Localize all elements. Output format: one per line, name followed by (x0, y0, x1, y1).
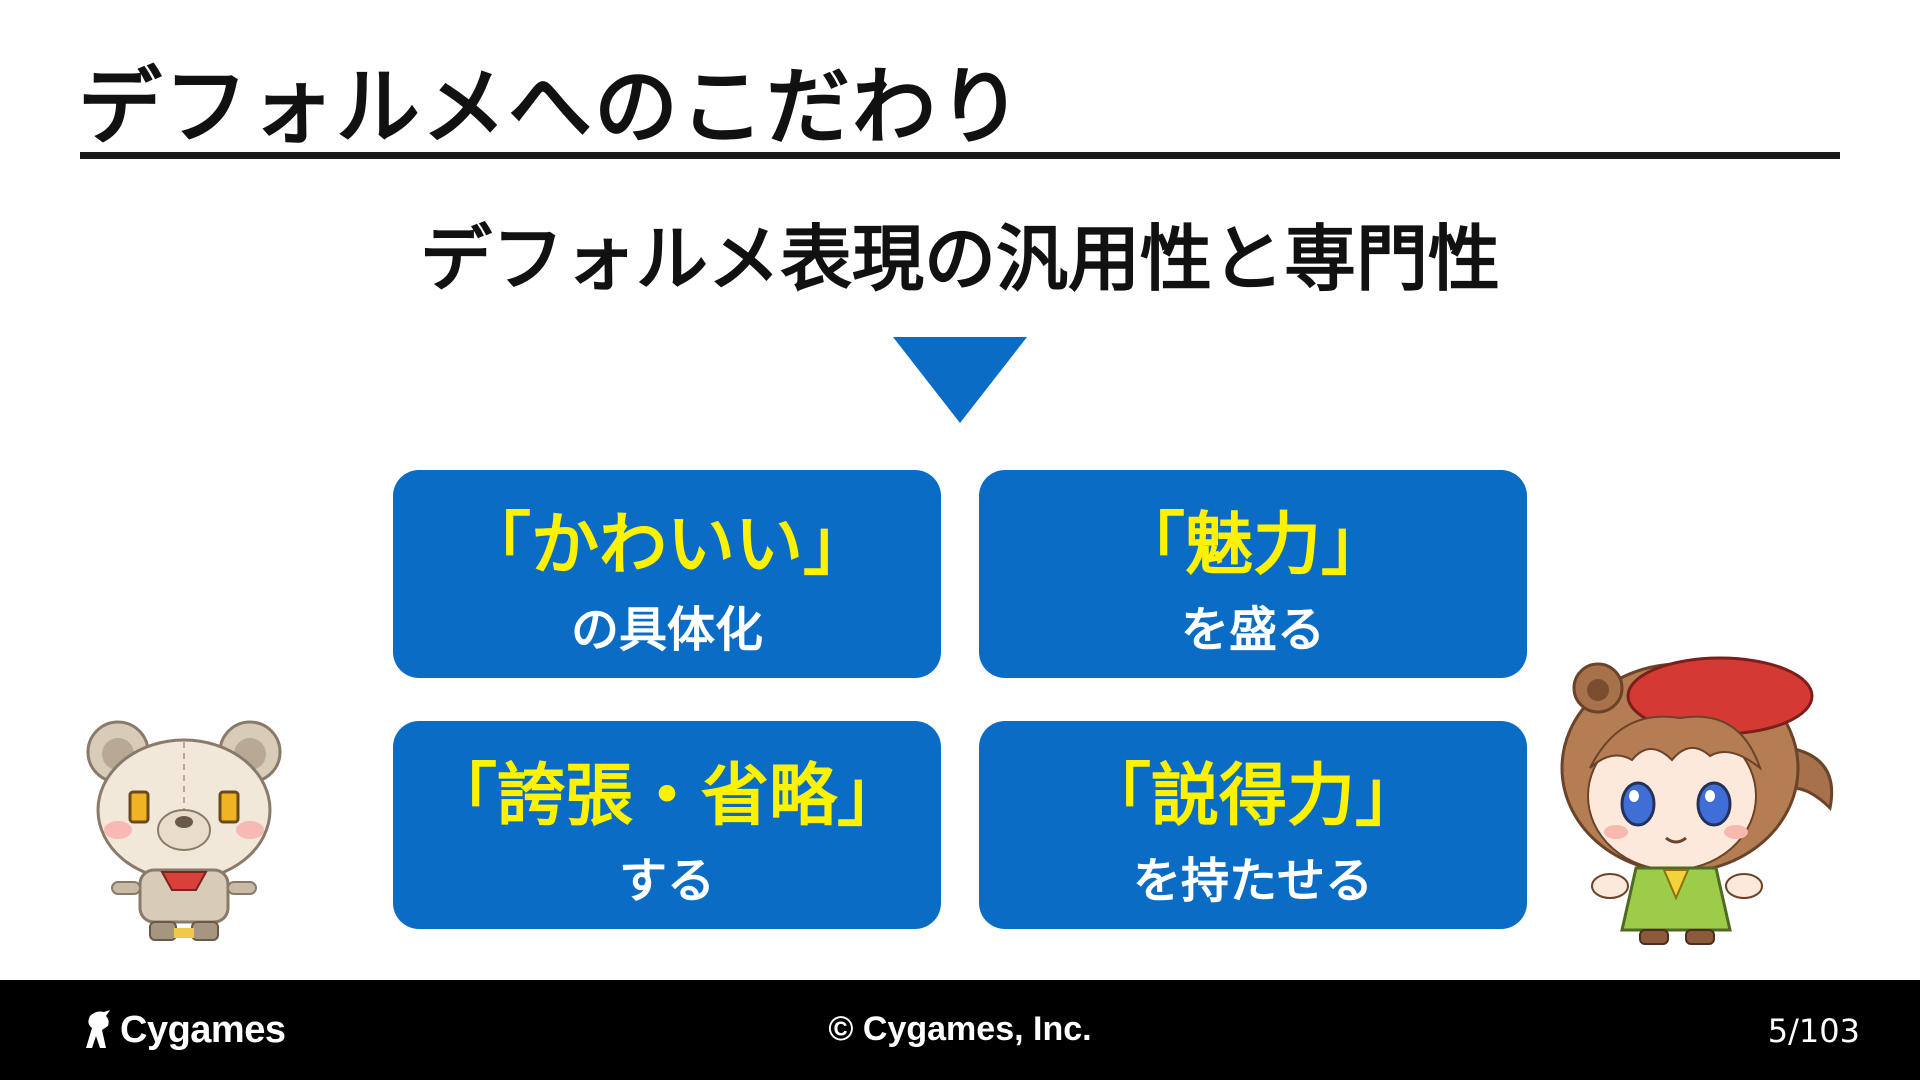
card-headline: 「魅力」 (1116, 506, 1389, 585)
cygames-logo-icon (86, 1010, 110, 1048)
card-miryoku: 「魅力」 を盛る (979, 470, 1527, 678)
card-subtext: を盛る (1180, 602, 1325, 658)
card-headline: 「説得力」 (1082, 757, 1423, 836)
footer-bar: Cygames © Cygames, Inc. 5/103 (0, 980, 1920, 1080)
card-kawaii: 「かわいい」 の具体化 (393, 470, 941, 678)
cygames-logo: Cygames (80, 1004, 286, 1056)
girl-mascot (1560, 656, 1834, 945)
page-number: 5/103 (1767, 1012, 1860, 1050)
card-headline: 「誇張・省略」 (428, 757, 905, 836)
card-subtext: を持たせる (1132, 853, 1373, 909)
card-subtext: の具体化 (570, 602, 763, 658)
logo-text: Cygames (120, 1008, 286, 1051)
card-settokuryoku: 「説得力」 を持たせる (979, 721, 1527, 929)
card-subtext: する (618, 853, 715, 909)
bear-mascot (86, 720, 282, 941)
slide-subtitle: デフォルメ表現の汎用性と専門性 (419, 217, 1500, 301)
copyright-text: © Cygames, Inc. (828, 1010, 1092, 1048)
page-title: デフォルメへのこだわり (78, 58, 1025, 156)
card-kochou-shouryaku: 「誇張・省略」 する (393, 721, 941, 929)
title-underline (80, 152, 1840, 159)
card-headline: 「かわいい」 (462, 506, 871, 585)
down-triangle-icon (893, 337, 1027, 423)
